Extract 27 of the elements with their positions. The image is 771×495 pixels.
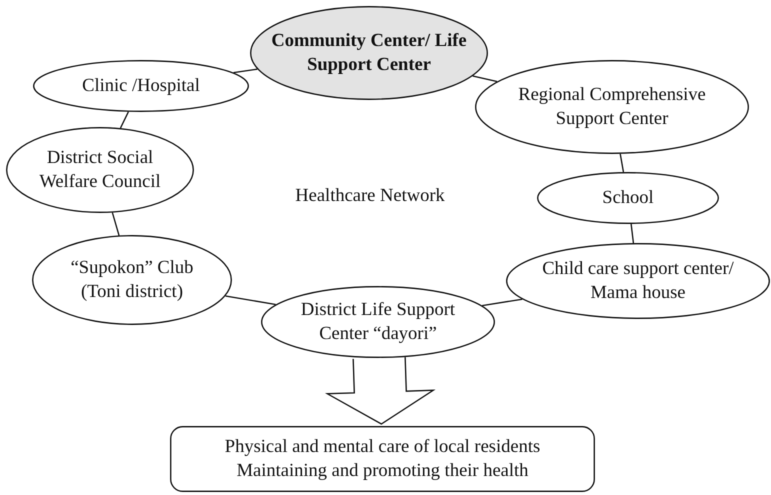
connector-line [120,112,129,128]
ellipse-node [537,172,719,224]
ellipse-node [6,127,194,213]
ellipse-node [33,60,249,112]
rounded-box [170,426,595,492]
connector-line [482,298,522,306]
connector-line [233,68,258,74]
node-label: District Life Support Center “dayori” [300,299,456,346]
ellipse-node [506,243,770,319]
connector-line [472,75,498,82]
connector-line [620,154,624,172]
node-label: District Social Welfare Council [38,147,162,194]
node-label: Physical and mental care of local residents Maintaining and promoting their health [224,436,542,483]
network-label: Healthcare Network [295,186,445,207]
ellipse-node [475,60,749,154]
ellipse-node [32,235,232,325]
node-label: Clinic /Hospital [81,75,201,98]
node-label: School [601,187,655,210]
node-label: Regional Comprehensive Support Center [517,84,707,131]
ellipse-node [261,286,495,358]
connector-line [225,295,276,306]
connector-line [112,212,120,236]
node-label: “Supokon” Club (Toni district) [70,257,194,304]
ellipse-node [250,6,488,100]
connector-line [630,224,634,244]
node-label: Child care support center/ Mama house [541,258,735,305]
node-label: Community Center/ Life Support Center [270,30,468,77]
